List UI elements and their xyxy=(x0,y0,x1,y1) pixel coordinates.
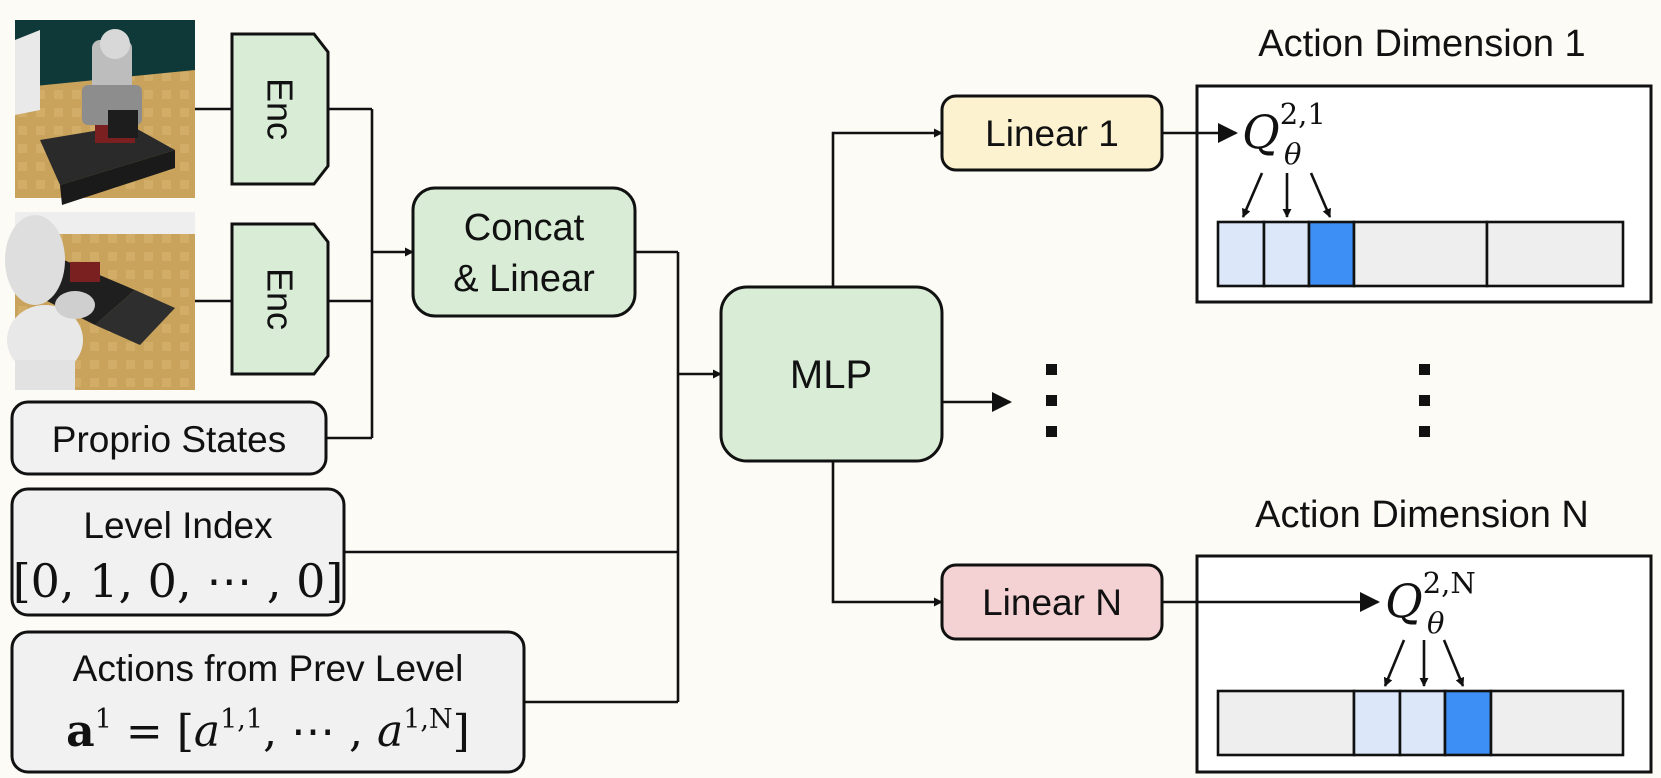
linear-n-label: Linear N xyxy=(982,582,1122,623)
ellipsis-middle xyxy=(1046,364,1057,437)
action-bin xyxy=(1262,220,1311,288)
q1-arrow-left xyxy=(1241,172,1264,218)
prev-actions-label: Actions from Prev Level xyxy=(73,648,464,689)
concat-linear-box: Concat & Linear xyxy=(411,186,637,318)
camera-image-top xyxy=(15,20,195,205)
q1-arrow-right xyxy=(1309,172,1332,218)
concat-linear-label-line1: Concat xyxy=(464,207,585,249)
connections xyxy=(195,107,1380,704)
encoder-bottom-label: Enc xyxy=(260,268,301,330)
q-value-1: Q2,1 xyxy=(1242,97,1326,159)
linear-1-box: Linear 1 xyxy=(940,94,1164,172)
action-bin xyxy=(1443,689,1493,757)
action-bin xyxy=(1489,689,1625,757)
action-dimension-n-title: Action Dimension N xyxy=(1255,494,1589,536)
action-bin xyxy=(1485,220,1625,288)
action-bin xyxy=(1398,689,1447,757)
level-index-vector: [0, 1, 0, ⋯ , 0] xyxy=(13,554,344,608)
action-bins-n xyxy=(1216,689,1625,757)
action-dimension-1-title: Action Dimension 1 xyxy=(1258,23,1585,65)
proprio-states-label: Proprio States xyxy=(52,419,286,460)
arrow-mlp-to-linear-1 xyxy=(831,128,943,287)
mlp-box: MLP xyxy=(719,285,944,463)
encoder-top-label: Enc xyxy=(260,78,301,140)
encoder-top: Enc xyxy=(230,32,330,186)
linear-1-label: Linear 1 xyxy=(985,113,1119,154)
level-index-label: Level Index xyxy=(83,505,273,546)
prev-actions-box: Actions from Prev Level a1 = [a1,1, ⋯ , … xyxy=(10,630,526,774)
linear-n-box: Linear N xyxy=(940,563,1164,641)
action-bins-1 xyxy=(1216,220,1625,288)
action-bin xyxy=(1352,689,1402,757)
q-value-n: Q2,N xyxy=(1385,566,1476,628)
ellipsis-right xyxy=(1419,364,1430,437)
action-bin xyxy=(1216,220,1266,288)
qn-arrow-left xyxy=(1383,639,1406,687)
level-index-box: Level Index [0, 1, 0, ⋯ , 0] xyxy=(10,487,346,617)
prev-actions-equation: a1 = [a1,1, ⋯ , a1,N] xyxy=(66,704,470,757)
action-bin xyxy=(1307,220,1356,288)
arrow-mlp-to-linear-n xyxy=(831,461,943,607)
action-dimension-1-panel: Action Dimension 1 Q2,1 θ xyxy=(1195,23,1653,304)
proprio-states-box: Proprio States xyxy=(10,400,328,476)
action-bin xyxy=(1216,689,1356,757)
action-dimension-n-panel: Action Dimension N Q2,N θ xyxy=(1195,494,1653,774)
concat-linear-label-line2: & Linear xyxy=(453,258,595,300)
qn-arrow-right xyxy=(1442,639,1465,687)
q-value-n-sub: θ xyxy=(1427,606,1444,640)
camera-image-side xyxy=(5,212,195,390)
encoder-bottom: Enc xyxy=(230,222,330,376)
q-value-1-sub: θ xyxy=(1284,137,1301,171)
mlp-label: MLP xyxy=(790,353,872,397)
action-bin xyxy=(1352,220,1489,288)
